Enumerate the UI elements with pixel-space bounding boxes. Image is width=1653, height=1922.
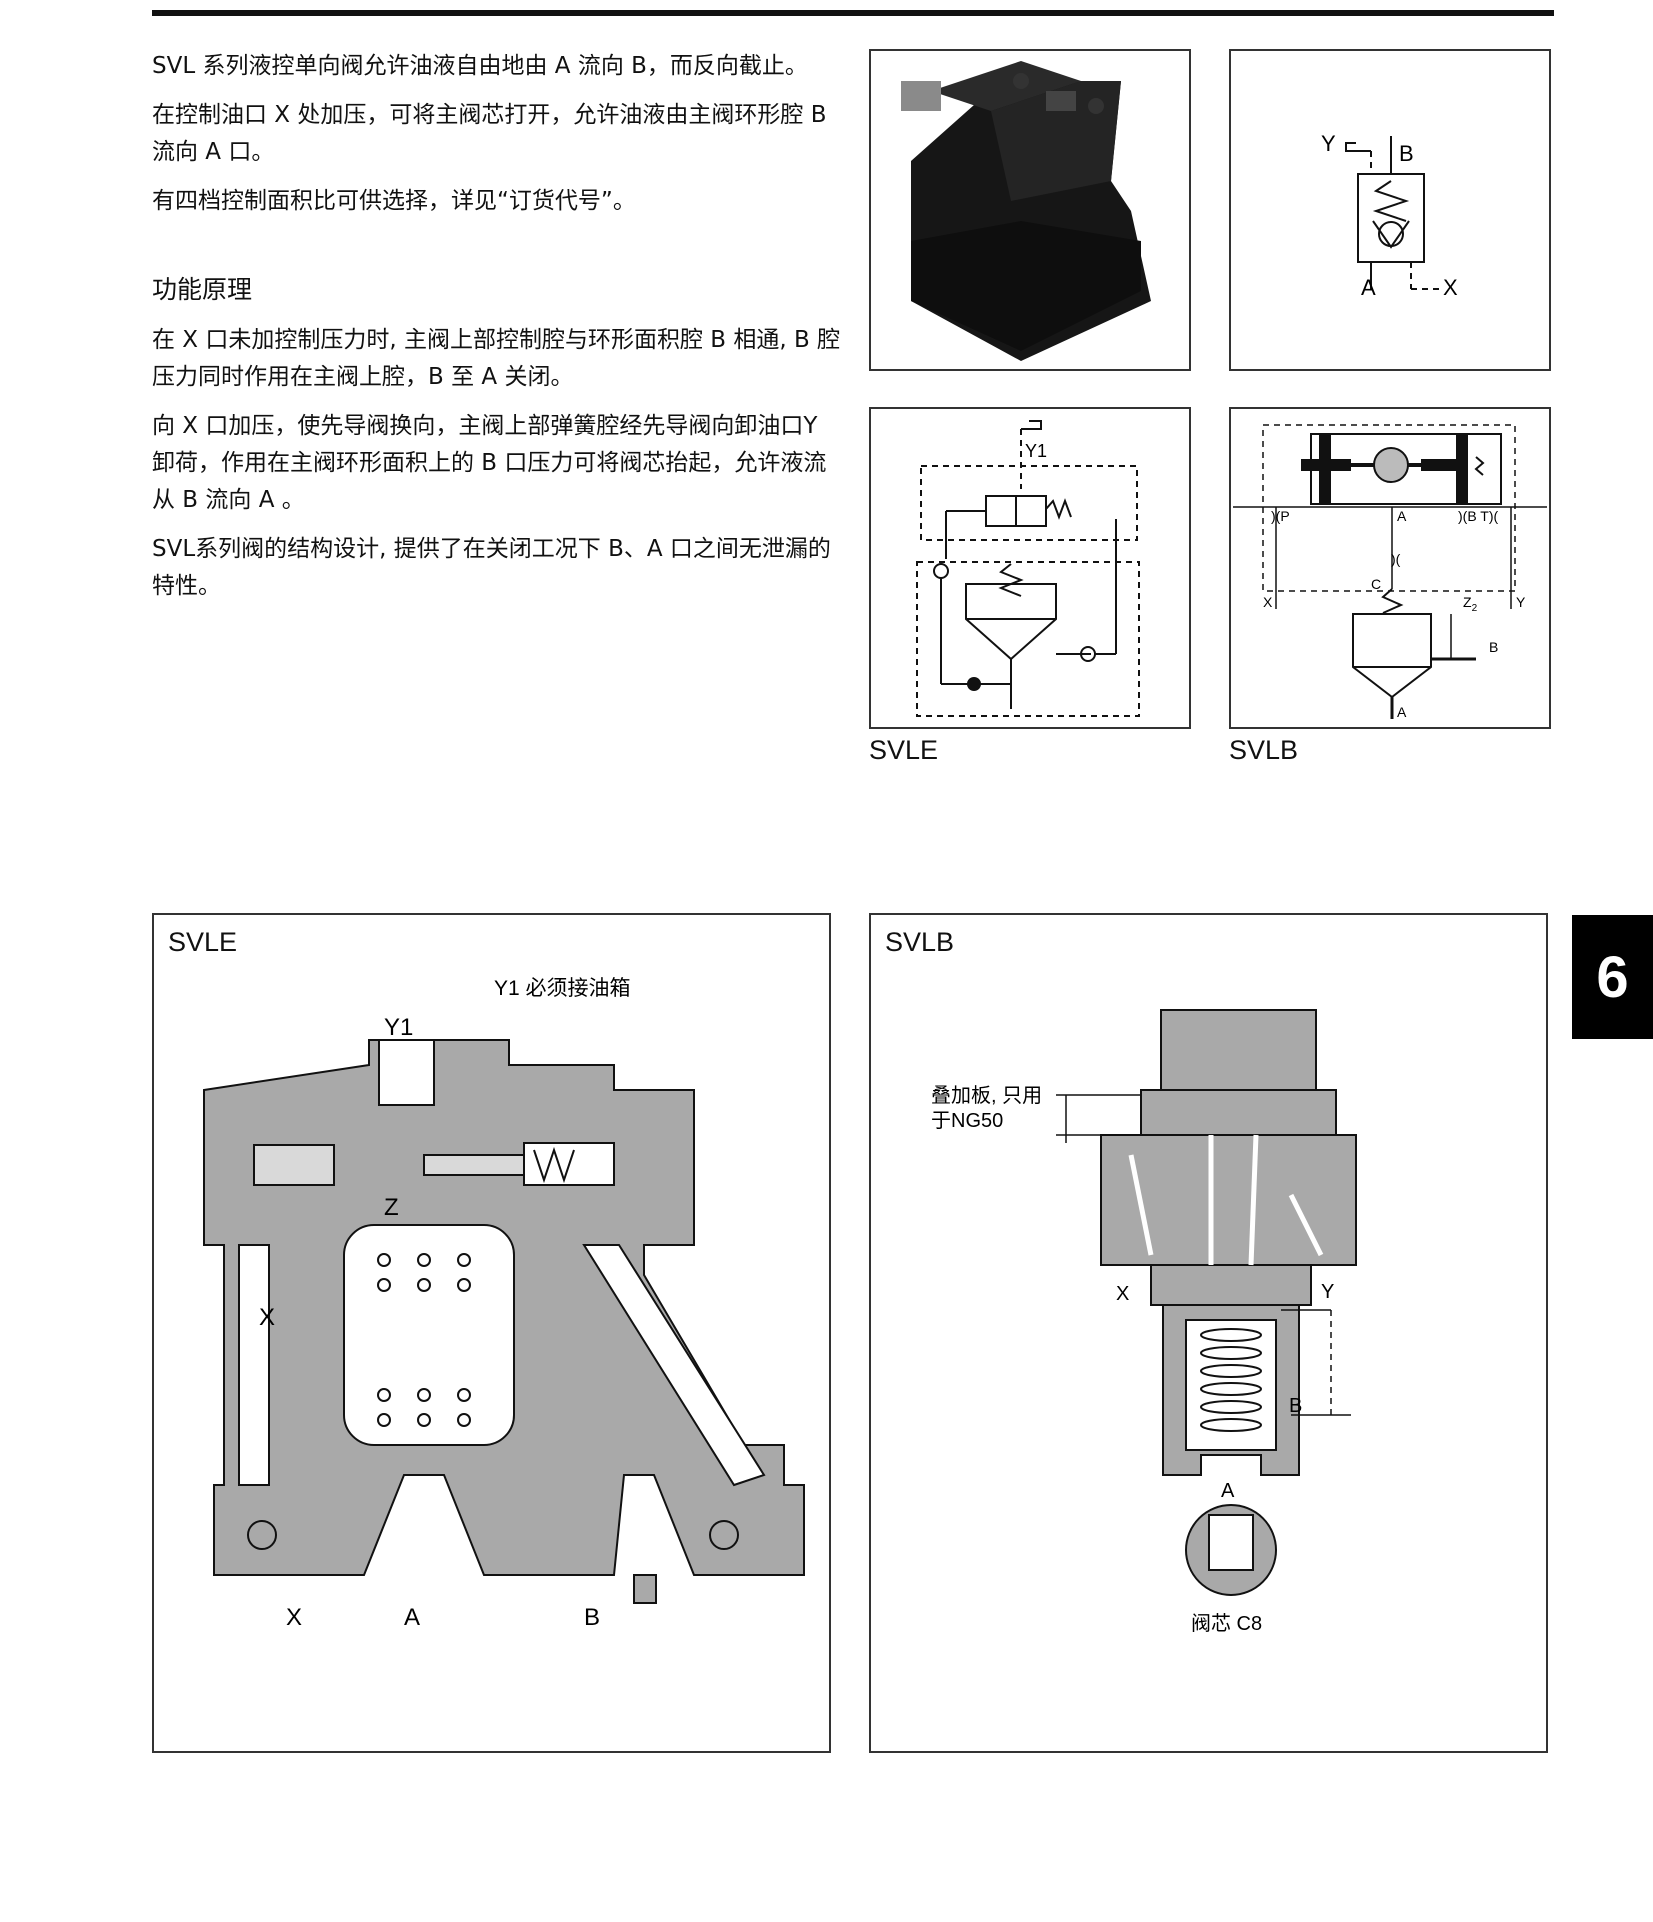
svle-y1-label: Y1 [1025, 441, 1047, 461]
svlb-core-label: 阀芯 C8 [1191, 1612, 1262, 1635]
intro-paragraph-2: 在控制油口 X 处加压，可将主阀芯打开，允许油液由主阀环形腔 B 流向 A 口。 [152, 102, 827, 165]
svlb-c-label: C [1371, 576, 1381, 592]
svlb-b-port: B [1289, 1395, 1302, 1417]
svlb-a2-label: A [1397, 704, 1407, 720]
svle-b-port: B [584, 1604, 600, 1631]
svle-x-inner-label: X [259, 1304, 275, 1331]
svlb-symbol-panel: )(P A )(B T)( )( C X Z2 Y B A [1229, 407, 1551, 729]
svlb-a-port: A [1221, 1480, 1235, 1502]
valve-photo-image [901, 61, 1151, 361]
principle-paragraph-2: 向 X 口加压，使先导阀换向，主阀上部弹簧腔经先导阀向卸油口Y 卸荷，作用在主阀… [152, 413, 827, 513]
svle-a-port: A [404, 1604, 420, 1631]
symbol-b-label: B [1399, 141, 1414, 166]
svle-note: Y1 必须接油箱 [494, 977, 631, 1000]
svlb-note-line1: 叠加板, 只用 [931, 1084, 1042, 1107]
svle-section-title: SVLE [168, 927, 238, 957]
svlb-mid-label: )( [1391, 551, 1401, 567]
symbol-x-label: X [1443, 275, 1458, 300]
top-rule [152, 10, 1554, 16]
intro-paragraph-3: 有四档控制面积比可供选择，详见“订货代号”。 [152, 188, 636, 214]
svle-x-port: X [286, 1604, 302, 1631]
svle-symbol-caption: SVLE [869, 735, 939, 765]
svlb-bt-label: )(B T)( [1458, 508, 1499, 524]
principle-heading: 功能原理 [152, 275, 253, 304]
svle-symbol-panel: Y1 [869, 407, 1191, 729]
svlb-x-port: X [1116, 1283, 1129, 1305]
svle-z-label: Z [384, 1194, 399, 1221]
svlb-a-label: A [1397, 508, 1407, 524]
svlb-y-label: Y [1516, 594, 1526, 610]
svlb-symbol-caption: SVLB [1229, 735, 1299, 765]
svlb-section-panel: SVLB 叠加板, 只用 于NG50 X Y B A 阀芯 C8 [869, 913, 1548, 1753]
symbol-a-label: A [1361, 275, 1376, 300]
chapter-tab: 6 [1572, 915, 1653, 1039]
principle-paragraph-3: SVL系列阀的结构设计, 提供了在关闭工况下 B、A 口之间无泄漏的特性。 [152, 536, 831, 599]
svlb-note-line2: 于NG50 [931, 1110, 1003, 1132]
check-valve-symbol: Y B A X [1321, 131, 1458, 300]
basic-symbol-panel: Y B A X [1229, 49, 1551, 371]
svle-y1-port: Y1 [384, 1014, 413, 1041]
svlb-z2-label: Z2 [1463, 594, 1478, 614]
product-photo-panel [869, 49, 1191, 371]
svlb-section-title: SVLB [885, 927, 955, 957]
svle-section-panel: SVLE Y1 必须接油箱 Y1 Z X X A B [152, 913, 831, 1753]
svlb-b-label: B [1489, 639, 1498, 655]
svlb-y-port: Y [1321, 1281, 1334, 1303]
svle-circuit-diagram: Y1 [916, 420, 1140, 717]
text-column: SVL 系列液控单向阀允许油液自由地由 A 流向 B，而反向截止。 在控制油口 … [152, 48, 842, 617]
svlb-x-label: X [1263, 594, 1273, 610]
svlb-circuit-diagram: )(P A )(B T)( )( C X Z2 Y B A [1233, 424, 1547, 720]
intro-paragraph-1: SVL 系列液控单向阀允许油液自由地由 A 流向 B，而反向截止。 [152, 53, 808, 79]
symbol-y-label: Y [1321, 131, 1336, 156]
svlb-sectional-drawing: 叠加板, 只用 于NG50 X Y B A 阀芯 C8 [931, 1009, 1357, 1635]
principle-paragraph-1: 在 X 口未加控制压力时, 主阀上部控制腔与环形面积腔 B 相通, B 腔压力同… [152, 327, 841, 390]
svle-sectional-drawing: Y1 必须接油箱 Y1 Z X X A B [203, 977, 805, 1631]
svlb-p-label: )(P [1271, 508, 1290, 524]
